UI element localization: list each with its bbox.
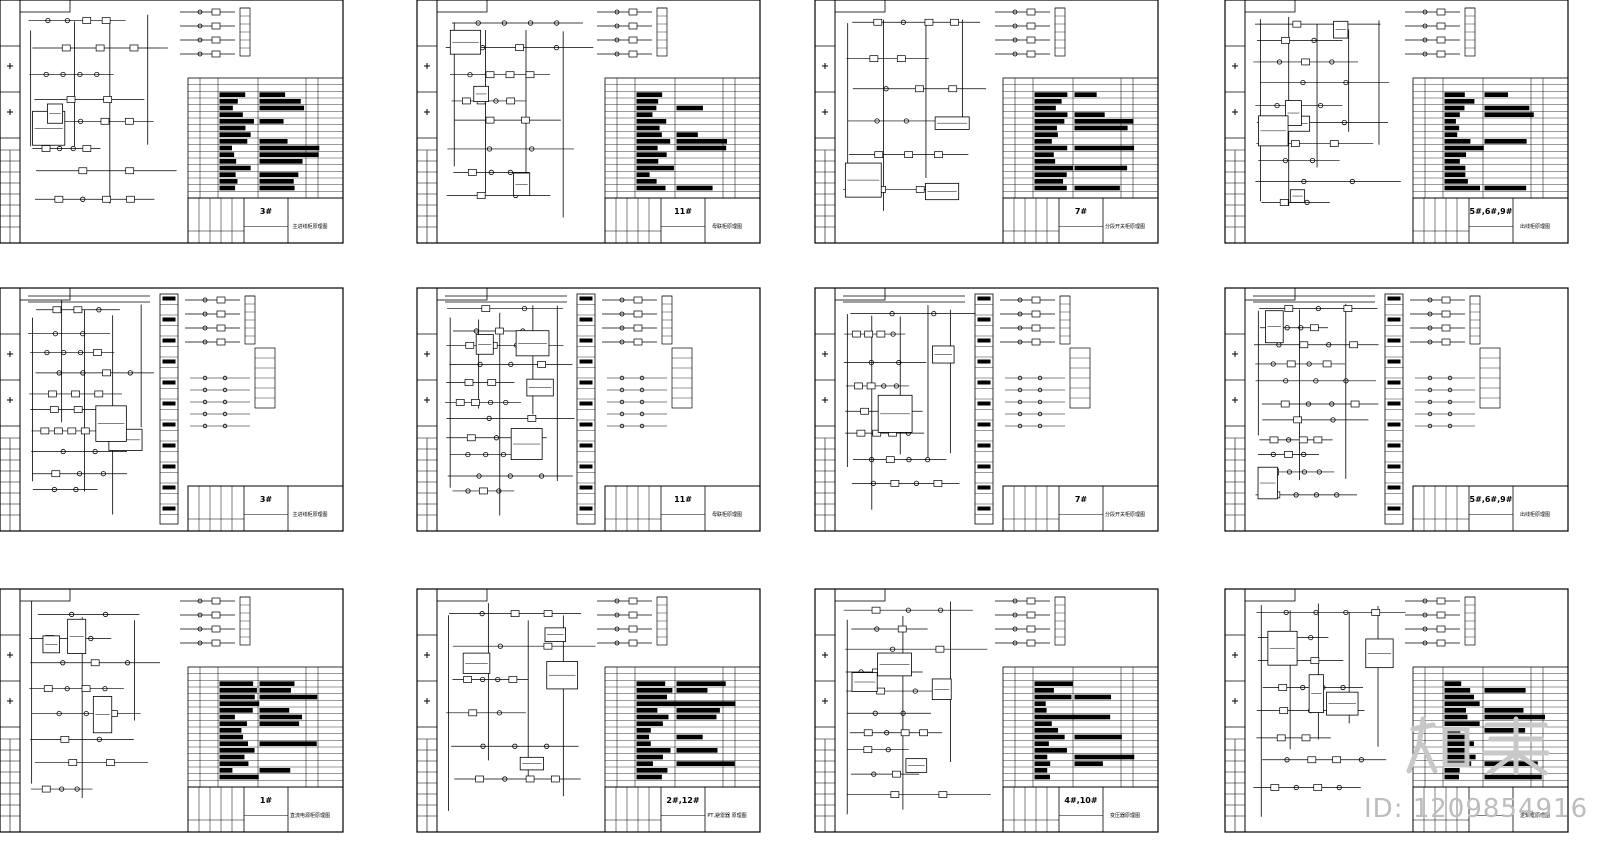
- sheet-title: 逻辑框原理图: [1520, 812, 1550, 819]
- sheet-title: 直流电源柜原理图: [290, 812, 330, 819]
- sheet-number-label: 11#: [674, 495, 692, 504]
- schematic-sheet: 7# 分段开关柜原理图: [814, 0, 1159, 244]
- watermark-id: ID: 1209854916: [1364, 794, 1589, 824]
- sheet-title: PT,避雷器 原理图: [707, 812, 746, 819]
- sheet-number-label: 1#: [260, 796, 273, 805]
- schematic-sheet: 1# 直流电源柜原理图: [0, 588, 344, 833]
- sheet-title: 母联柜原理图: [712, 511, 742, 518]
- schematic-sheet: 5#,6#,9# 出线柜原理图: [1224, 0, 1569, 244]
- sheet-title: 出线柜原理图: [1520, 223, 1550, 230]
- sheet-number-label: 4#,10#: [1064, 796, 1097, 805]
- schematic-sheet: 3# 主进线柜原理图: [0, 0, 344, 244]
- sheets-layer: 3# 主进线柜原理图 11# 母联柜原理图 7# 分段开关柜原理图 5#,6#,9# 出线柜原…: [0, 0, 1569, 833]
- sheet-number-label: 11#: [674, 207, 692, 216]
- sheet-title: 母联柜原理图: [712, 223, 742, 230]
- sheet-title: 主进线柜原理图: [292, 511, 327, 518]
- schematic-sheet: 11# 母联柜原理图: [416, 0, 761, 244]
- sheet-number-label: 5#,6#,9#: [1470, 207, 1513, 216]
- schematic-sheet: 2#,12# PT,避雷器 原理图: [416, 588, 761, 833]
- sheet-title: 变压器原理图: [1110, 812, 1140, 819]
- sheet-number-label: 7#: [1075, 207, 1088, 216]
- sheet-number-label: 7#: [1075, 495, 1088, 504]
- sheet-title: 主进线柜原理图: [292, 223, 327, 230]
- sheet-title: 分段开关柜原理图: [1105, 223, 1145, 230]
- sheet-number-label: 5#,6#,9#: [1470, 495, 1513, 504]
- sheet-title: 出线柜原理图: [1520, 511, 1550, 518]
- sheet-title: 分段开关柜原理图: [1105, 511, 1145, 518]
- schematic-sheet: 5#,6#,9# 出线柜原理图: [1224, 287, 1569, 532]
- schematic-sheet: 7# 分段开关柜原理图: [814, 287, 1159, 532]
- sheet-number-label: 3#: [260, 207, 273, 216]
- sheet-number-label: 3#: [260, 495, 273, 504]
- sheet-number-label: 2#,12#: [666, 796, 699, 805]
- schematic-sheet: 3# 主进线柜原理图: [0, 287, 344, 532]
- schematic-sheet: 4#,10# 变压器原理图: [814, 588, 1159, 833]
- schematic-sheet: 11# 母联柜原理图: [416, 287, 761, 532]
